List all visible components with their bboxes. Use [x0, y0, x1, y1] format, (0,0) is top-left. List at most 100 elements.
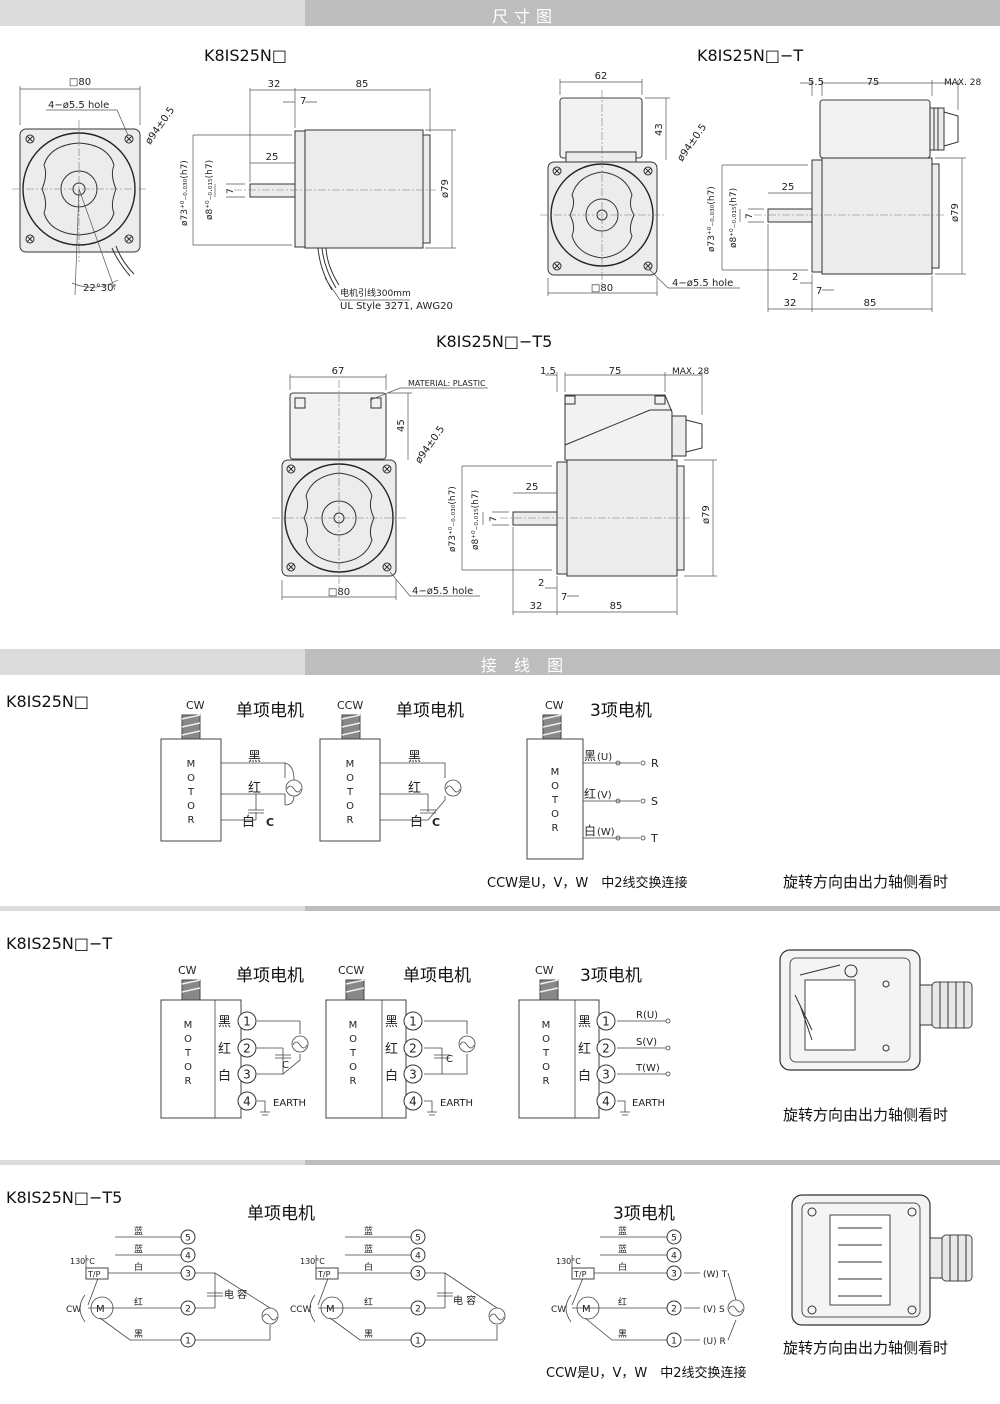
row1-m2-cap: C	[432, 816, 440, 829]
m1-d79-label: ø79	[440, 179, 451, 198]
wiring-section-title: 接 线 图	[480, 656, 570, 675]
row2-m3-sv: S(V)	[636, 1037, 657, 1048]
terminal-circle-14	[180, 1265, 196, 1281]
row3-m3-tp: T/P	[573, 1270, 587, 1279]
row3-m1-red: 红	[134, 1296, 143, 1308]
terminal-number-2: 3	[243, 1068, 251, 1082]
motor-letter-0-4: R	[188, 815, 195, 826]
m2-sq80-label: □80	[591, 283, 613, 294]
m3-hole-label: 4−ø5.5 hole	[412, 586, 473, 597]
terminal-circle-11	[596, 1091, 616, 1111]
terminal-number-5: 2	[409, 1042, 417, 1056]
row3-model-label: K8IS25N□−T5	[6, 1188, 123, 1207]
motor-letter-2-0: M	[551, 767, 560, 778]
row-separator-2	[0, 1160, 1000, 1165]
terminal-number-16: 1	[185, 1337, 191, 1347]
row1-m3-r: R	[651, 757, 659, 770]
terminal-number-21: 1	[415, 1337, 421, 1347]
row1-m3-u: (U)	[597, 752, 612, 763]
m2-l25-label: 25	[782, 182, 795, 193]
m1-l32-label: 32	[268, 79, 281, 90]
row1-m3-t: T	[650, 832, 658, 845]
terminal-circle-9	[596, 1038, 616, 1058]
m1-angle-label: 22°30'	[83, 283, 116, 294]
terminal-circle-0	[237, 1011, 257, 1031]
m2-side-view: 5.5 75 MAX. 28 25 ø73⁺⁰₋₀.₀₃₀(h7) ø8⁺⁰₋₀…	[707, 77, 982, 312]
terminal-number-24: 3	[671, 1270, 677, 1280]
row1-m1-black: 黑	[248, 750, 261, 765]
row3-m2-capacitor: 电 容	[453, 1294, 476, 1307]
row3-m2-blue2: 蓝	[364, 1243, 373, 1255]
row1-single-phase-title-2: 单项电机	[396, 701, 464, 721]
motor-letter-0-0: M	[187, 759, 196, 770]
m3-l7-bottom-label: 7	[561, 592, 567, 603]
row1-three-phase-title: 3项电机	[590, 701, 652, 721]
m1-lead-label: 电机引线300mm	[340, 287, 411, 299]
terminal-circle-21	[410, 1332, 426, 1348]
m2-d8-label: ø8⁺⁰₋₀.₀₁₅(h7)	[729, 188, 739, 248]
row3-m2-black: 黑	[364, 1329, 373, 1340]
motor-letter-1-3: O	[346, 801, 354, 812]
m2-l85-label: 85	[864, 298, 877, 309]
m3-d8-label: ø8⁺⁰₋₀.₀₁₅(h7)	[471, 490, 481, 550]
motor-letter-2-3: O	[551, 809, 559, 820]
motor-letter-5-2: T	[542, 1048, 550, 1059]
m3-l67-label: 67	[332, 366, 345, 377]
row2-m3-ru: R(U)	[636, 1010, 658, 1021]
m3-material-label: MATERIAL: PLASTIC	[408, 379, 486, 388]
row2-single-phase-title-2: 单项电机	[403, 966, 471, 986]
terminal-number-18: 4	[415, 1252, 421, 1262]
terminal-circle-23	[666, 1247, 682, 1263]
m3-side-view: 1.5 75 MAX. 28 25 ø73⁺⁰₋₀.₀₃₀(h7) ø8⁺⁰₋₀…	[448, 366, 717, 615]
motor-letter-2-1: O	[551, 781, 559, 792]
terminal-circle-5	[403, 1038, 423, 1058]
m2-d73-label: ø73⁺⁰₋₀.₀₃₀(h7)	[707, 186, 717, 252]
terminal-circle-26	[666, 1332, 682, 1348]
row3-m2-motor-m: M	[326, 1304, 335, 1315]
row1-m2-ccw-label: CCW	[337, 699, 363, 712]
row3-m3-blue1: 蓝	[618, 1225, 627, 1237]
m1-title: K8IS25N□	[204, 46, 287, 65]
row2-three-phase-title: 3项电机	[580, 966, 642, 986]
terminal-number-22: 5	[671, 1234, 677, 1244]
terminal-circle-2	[237, 1064, 257, 1084]
terminal-number-10: 3	[602, 1068, 610, 1082]
m2-title: K8IS25N□−T	[697, 46, 804, 65]
m1-side-view: 32 85 7 25 ø73⁺⁰₋₀.₀₃₀(h7) ø8⁺⁰₋₀.₀₁₅(h7…	[180, 79, 456, 312]
row2-m2-cap: C	[446, 1054, 453, 1065]
motor-letter-4-4: R	[350, 1076, 357, 1087]
m2-l32-label: 32	[784, 298, 797, 309]
m3-l75-label: 75	[609, 366, 622, 377]
m1-l85-label: 85	[356, 79, 369, 90]
m3-d79-label: ø79	[701, 505, 712, 524]
row1-m3-w: (W)	[597, 827, 615, 838]
row1-m1-cw-label: CW	[186, 699, 205, 712]
motor-letter-3-0: M	[184, 1020, 193, 1031]
row2-m2-earth: EARTH	[440, 1098, 473, 1109]
terminal-number-11: 4	[602, 1095, 610, 1109]
motor-letter-5-4: R	[543, 1076, 550, 1087]
m1-l7-side-label: 7	[226, 188, 236, 194]
m2-l75-label: 75	[867, 77, 880, 88]
terminal-number-14: 3	[185, 1270, 191, 1280]
terminal-circle-17	[410, 1229, 426, 1245]
row2-single-phase-title: 单项电机	[236, 966, 304, 986]
motor-letter-1-1: O	[346, 773, 354, 784]
motor-letter-2-4: R	[552, 823, 559, 834]
m1-hole-label: 4−ø5.5 hole	[48, 100, 109, 111]
wiring-header-bar: 接 线 图	[0, 649, 1000, 675]
terminal-number-13: 4	[185, 1252, 191, 1262]
terminal-circle-15	[180, 1300, 196, 1316]
row3-m1-black: 黑	[134, 1329, 143, 1340]
terminal-number-4: 1	[409, 1015, 417, 1029]
row1-three-phase-motor: CW 黑 (U) 红 (V) 白 (W) R S T	[526, 699, 659, 860]
terminal-number-1: 2	[243, 1042, 251, 1056]
m2-l62-label: 62	[595, 71, 608, 82]
row2-m3-earth: EARTH	[632, 1098, 665, 1109]
terminal-number-17: 5	[415, 1234, 421, 1244]
row1-model-label: K8IS25N□	[6, 692, 89, 711]
row3-m1-temp: 130°C	[70, 1257, 95, 1266]
motor-letter-5-0: M	[542, 1020, 551, 1031]
row3-m3-motor-m: M	[582, 1304, 591, 1315]
